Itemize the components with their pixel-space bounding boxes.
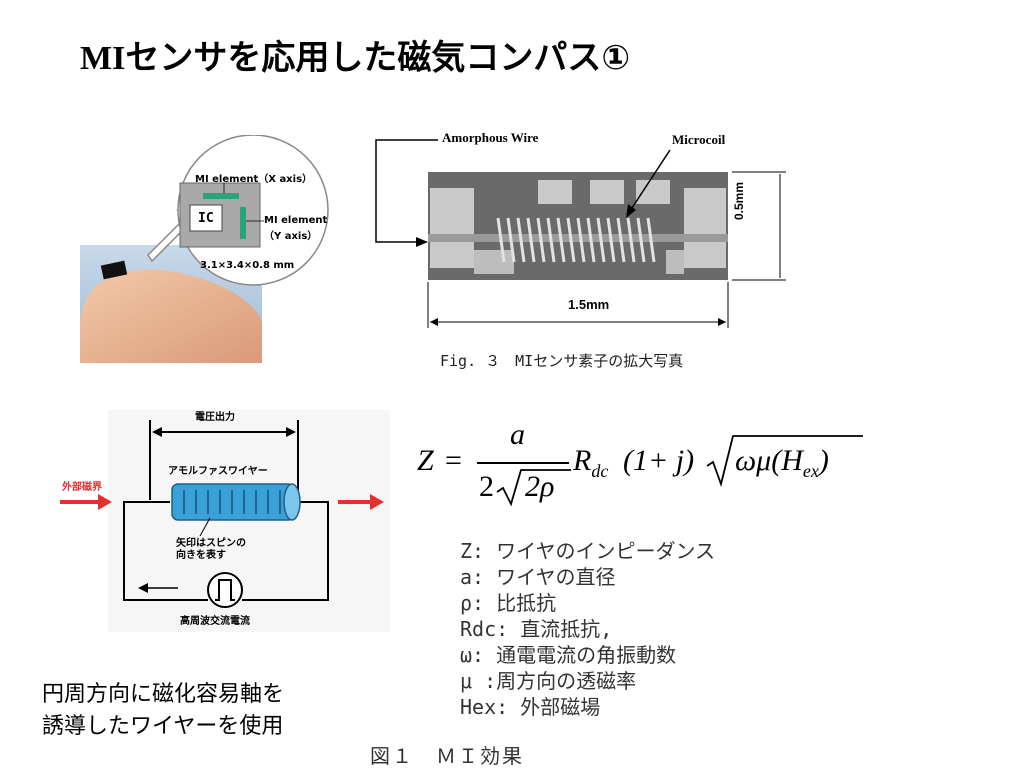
micro-figure: [375, 139, 786, 328]
external-field-head-in: [98, 494, 112, 510]
amorphous-wire-label: Amorphous Wire: [442, 130, 539, 145]
legend-item: ρ: 比抵抗: [460, 591, 557, 615]
denominator-coef: 2: [479, 470, 494, 503]
wire-leader: [375, 139, 438, 243]
formula-numerator: a: [510, 418, 525, 451]
legend-item: a: ワイヤの直径: [460, 565, 616, 589]
current-arrow-head: [138, 583, 148, 593]
amorphous-wire: [428, 234, 728, 242]
voltage-output-label: 電圧出力: [195, 412, 235, 423]
wire-end: [283, 483, 301, 521]
width-arrow-right: [718, 318, 726, 326]
pad-top-3: [636, 180, 670, 204]
spin-arrows: [183, 490, 281, 514]
amorphous-wire-jp-label: アモルファスワイヤー: [168, 466, 268, 477]
chip-illustration: [80, 134, 329, 363]
microcoil-label: Microcoil: [672, 132, 726, 147]
slide-title: MIセンサを応用した磁気コンパス①: [80, 38, 631, 78]
output-arrow-left: [152, 427, 162, 437]
impedance-formula: Z = a 2 2ρ Rdc (1+ j) ωμ(Hex): [415, 418, 865, 510]
hf-current-label: 高周波交流電流: [180, 616, 250, 627]
pad-top-2: [590, 180, 624, 204]
element-y-label-2: （Y axis）: [264, 231, 318, 242]
external-field-label: 外部磁界: [62, 482, 102, 493]
coil-leader-head: [626, 204, 636, 218]
amorphous-wire-body: [171, 483, 295, 521]
pulse-symbol: [215, 579, 235, 601]
finger: [80, 269, 262, 363]
main-radical: [706, 435, 863, 488]
circuit-loop-right: [242, 501, 329, 601]
micro-caption: Fig. ３ MIセンサ素子の拡大写真: [440, 352, 684, 370]
formula-lhs: Z: [417, 444, 434, 477]
legend-item: Z: ワイヤのインピーダンス: [460, 539, 716, 563]
note-line-2: 誘導したワイヤーを使用: [42, 714, 284, 739]
mi-element-y: [240, 207, 246, 239]
ic-text: IC: [198, 211, 214, 226]
legend-item: Rdc: 直流抵抗,: [460, 617, 613, 641]
ac-source-icon: [207, 572, 243, 608]
formula-r: Rdc: [573, 444, 609, 481]
ic-block: [189, 204, 223, 232]
width-arrow-left: [430, 318, 438, 326]
external-field-head-out: [370, 494, 384, 510]
spin-note-line2: 向きを表す: [176, 550, 226, 561]
circuit-diagram: [60, 410, 390, 632]
element-y-label-1: MI element: [264, 215, 328, 226]
formula-paren: (1+ j): [623, 444, 695, 477]
denominator-root: 2ρ: [525, 470, 555, 503]
coil-leader: [627, 149, 671, 215]
pad-top-1: [538, 180, 572, 204]
pad-bottom-2: [666, 250, 684, 274]
mi-element-x: [203, 193, 239, 199]
pad-left: [430, 188, 474, 268]
note-leader: [199, 517, 211, 537]
note-line-1: 円周方向に磁化容易軸を: [42, 682, 285, 707]
microcoil-windings: [496, 217, 656, 263]
chip: [100, 260, 128, 280]
width-label: 1.5mm: [568, 297, 610, 312]
output-arrow-right: [286, 427, 296, 437]
fraction-bar: [477, 462, 569, 464]
chip-figure: MI element（X axis） IC IC MI element （Y a…: [78, 134, 338, 365]
figure-label: 図１ ＭＩ効果: [370, 744, 524, 768]
element-x-label: MI element（X axis）: [195, 174, 313, 185]
circuit-bg: [108, 410, 390, 632]
wire-leader-head: [416, 237, 428, 247]
pad-right: [684, 188, 726, 268]
variable-legend: Z: ワイヤのインピーダンス a: ワイヤの直径 ρ: 比抵抗 Rdc: 直流抵…: [460, 538, 715, 720]
height-label: 0.5mm: [732, 181, 746, 220]
formula-equals: =: [445, 444, 462, 477]
pad-bottom-1: [474, 250, 514, 274]
denominator-radical: [496, 469, 571, 507]
spin-note-line1: 矢印はスピンの: [176, 538, 246, 549]
root-content: ωμ(Hex): [735, 444, 829, 481]
dimensions-label: 3.1×3.4×0.8 mm: [200, 260, 295, 271]
legend-item: μ :周方向の透磁率: [460, 669, 637, 693]
legend-item: Hex: 外部磁場: [460, 695, 601, 719]
circuit-loop: [123, 501, 208, 601]
legend-item: ω: 通電電流の角振動数: [460, 643, 677, 667]
